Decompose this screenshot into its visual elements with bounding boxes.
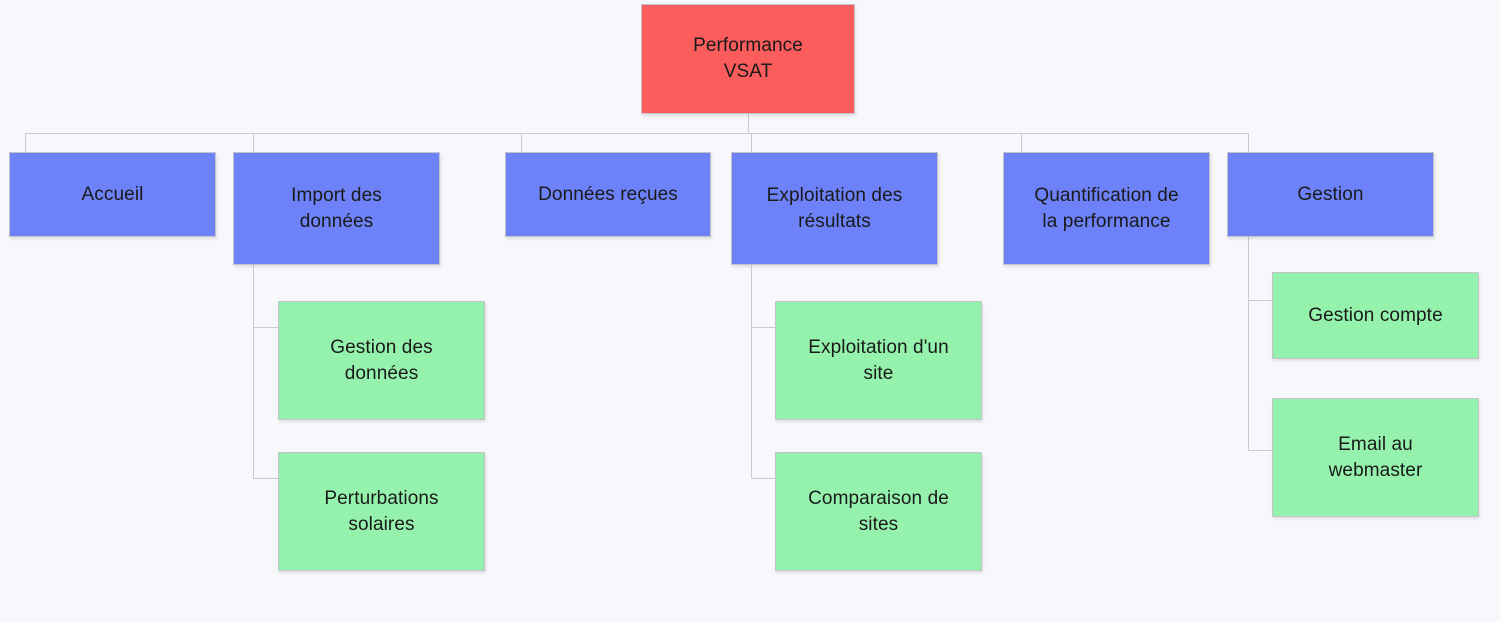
connector-drop-quantification-de-la-performance (1021, 133, 1022, 153)
connector-branch-gestion-compte (1248, 300, 1273, 301)
connector-branch-exploitation-dun-site (751, 327, 776, 328)
connector-drop-accueil (25, 133, 26, 153)
node-donnees-recues[interactable]: Données reçues (505, 152, 711, 237)
node-gestion-compte[interactable]: Gestion compte (1272, 272, 1479, 359)
node-email-au-webmaster[interactable]: Email au webmaster (1272, 398, 1479, 517)
connector-spine-gestion (1248, 236, 1249, 451)
connector-branch-comparaison-de-sites (751, 478, 776, 479)
connector-branch-perturbations-solaires (253, 478, 279, 479)
node-perturbations-solaires[interactable]: Perturbations solaires (278, 452, 485, 571)
node-gestion-des-donnees[interactable]: Gestion des données (278, 301, 485, 420)
node-gestion[interactable]: Gestion (1227, 152, 1434, 237)
connector-spine-exploitation-des-resultats (751, 265, 752, 479)
connector-level1-bus (25, 133, 1249, 134)
connector-branch-email-au-webmaster (1248, 450, 1273, 451)
connector-root-stem (748, 113, 749, 134)
connector-branch-gestion-des-donnees (253, 327, 279, 328)
node-exploitation-des-resultats[interactable]: Exploitation des résultats (731, 152, 938, 265)
node-performance-vsat[interactable]: Performance VSAT (641, 4, 855, 114)
connector-spine-import-des-donnees (253, 265, 254, 479)
connector-drop-import-des-donnees (253, 133, 254, 153)
connector-drop-gestion (1248, 133, 1249, 153)
node-quantification-de-la-performance[interactable]: Quantification de la performance (1003, 152, 1210, 265)
node-comparaison-de-sites[interactable]: Comparaison de sites (775, 452, 982, 571)
node-import-des-donnees[interactable]: Import des données (233, 152, 440, 265)
node-accueil[interactable]: Accueil (9, 152, 216, 237)
node-exploitation-dun-site[interactable]: Exploitation d'un site (775, 301, 982, 420)
connector-drop-exploitation-des-resultats (751, 133, 752, 153)
connector-drop-donnees-recues (521, 133, 522, 153)
